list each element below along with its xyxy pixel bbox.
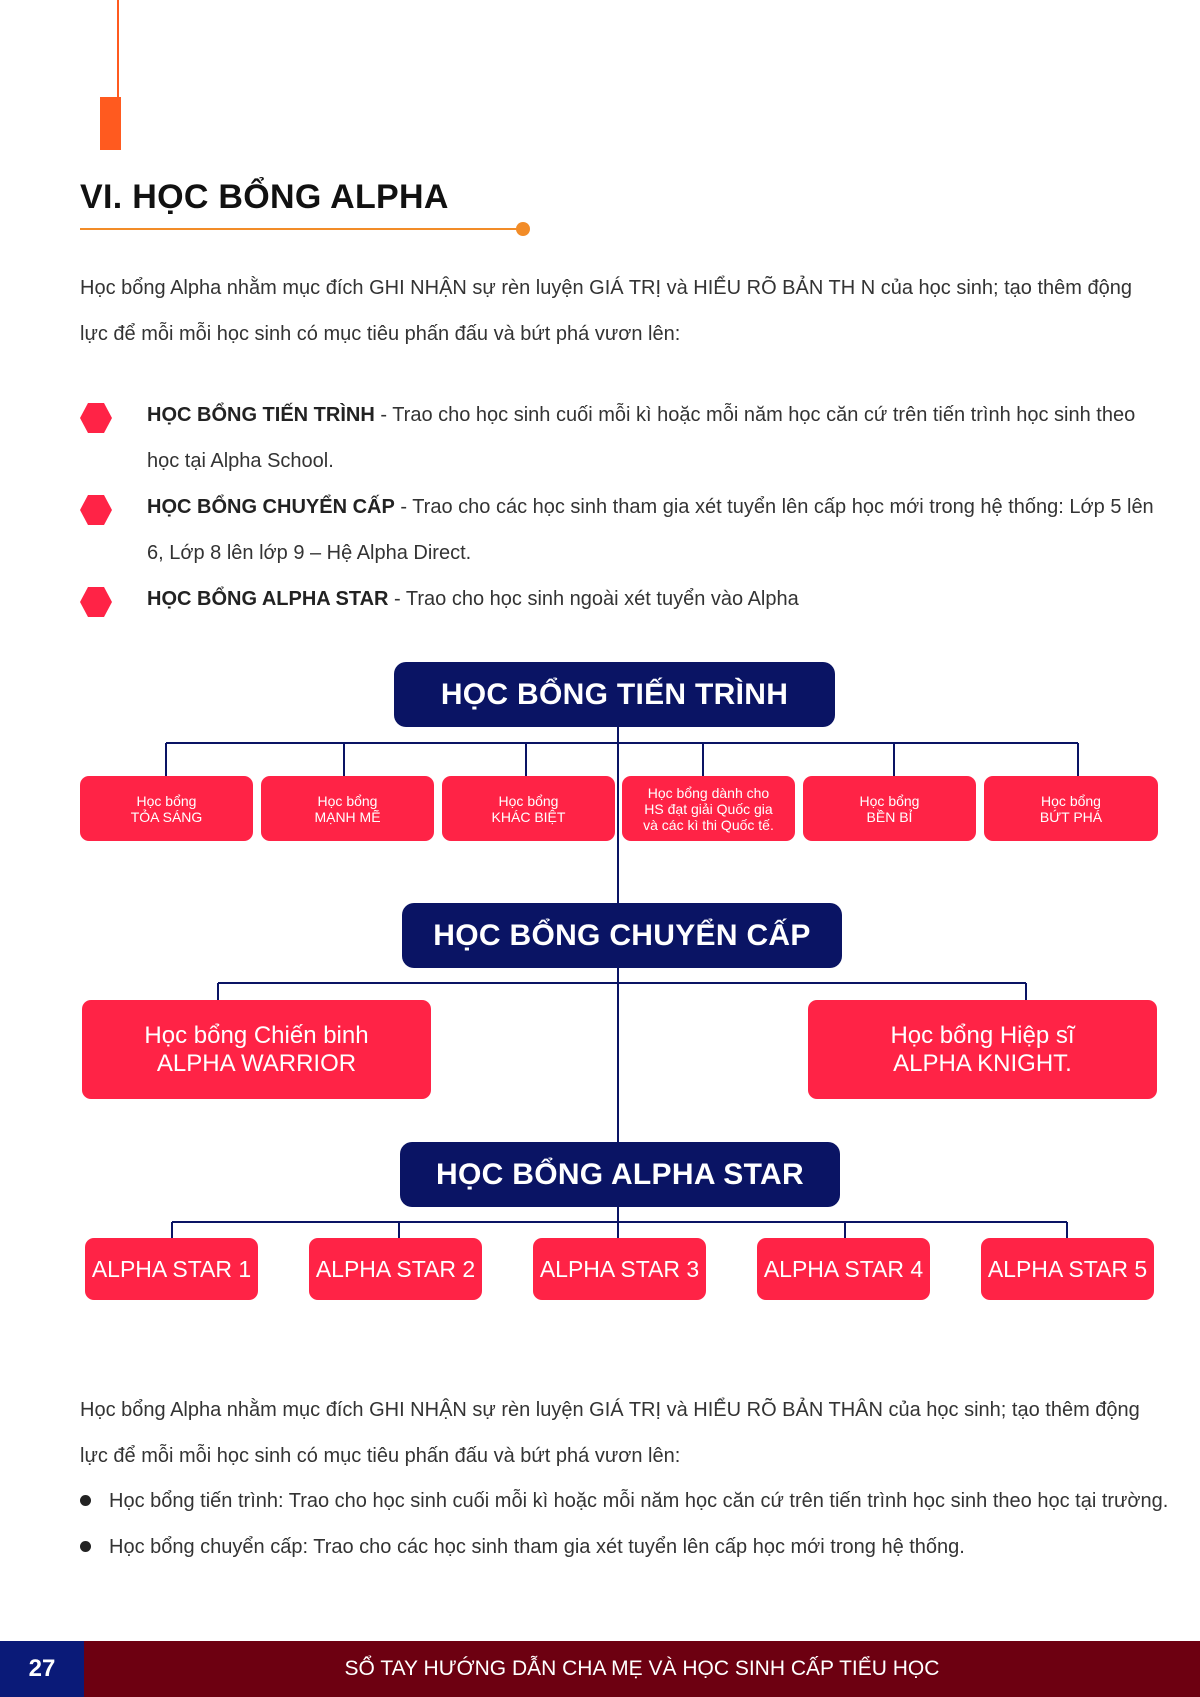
list-item-text: Học bổng chuyển cấp: Trao cho các học si… bbox=[109, 1536, 965, 1558]
scholarship-name: HỌC BỔNG ALPHA STAR bbox=[147, 588, 389, 610]
title-underline-dot bbox=[516, 222, 530, 236]
scholarship-node: Học bổng KHÁC BIỆT bbox=[442, 776, 615, 841]
scholarship-node: ALPHA STAR 3 bbox=[533, 1238, 706, 1300]
scholarship-node: Học bổng Chiến binh ALPHA WARRIOR bbox=[82, 1000, 431, 1099]
hexagon-bullet-icon bbox=[80, 402, 112, 434]
title-underline bbox=[80, 228, 522, 230]
group-header-chuyen-cap: HỌC BỔNG CHUYỂN CẤP bbox=[402, 903, 842, 968]
list-item: HỌC BỔNG CHUYỂN CẤP - Trao cho các học s… bbox=[80, 484, 1160, 576]
group-header-alpha-star: HỌC BỔNG ALPHA STAR bbox=[400, 1142, 840, 1207]
intro-paragraph: Học bổng Alpha nhằm mục đích GHI NHẬN sự… bbox=[80, 277, 1132, 345]
scholarship-name: HỌC BỔNG TIẾN TRÌNH bbox=[147, 404, 375, 426]
scholarship-node: ALPHA STAR 2 bbox=[309, 1238, 482, 1300]
scholarship-node: Học bổng Hiệp sĩ ALPHA KNIGHT. bbox=[808, 1000, 1157, 1099]
scholarship-list: HỌC BỔNG TIẾN TRÌNH - Trao cho học sinh … bbox=[80, 392, 1160, 622]
scholarship-node: Học bổng MẠNH MẼ bbox=[261, 776, 434, 841]
closing-list: Học bổng tiến trình: Trao cho học sinh c… bbox=[80, 1478, 1170, 1570]
hexagon-bullet-icon bbox=[80, 586, 112, 618]
hexagon-bullet-icon bbox=[80, 494, 112, 526]
page-number: 27 bbox=[0, 1641, 84, 1697]
decorative-vertical-line bbox=[117, 0, 119, 100]
closing-paragraph: Học bổng Alpha nhằm mục đích GHI NHẬN sự… bbox=[80, 1399, 1140, 1467]
scholarship-node: Học bổng BỨT PHÁ bbox=[984, 776, 1158, 841]
group-header-tien-trinh: HỌC BỔNG TIẾN TRÌNH bbox=[394, 662, 835, 727]
list-item: Học bổng chuyển cấp: Trao cho các học si… bbox=[80, 1524, 1170, 1570]
bullet-dot-icon bbox=[80, 1495, 91, 1506]
list-item: HỌC BỔNG ALPHA STAR - Trao cho học sinh … bbox=[80, 576, 1160, 622]
scholarship-node: ALPHA STAR 5 bbox=[981, 1238, 1154, 1300]
bullet-dot-icon bbox=[80, 1541, 91, 1552]
list-item: HỌC BỔNG TIẾN TRÌNH - Trao cho học sinh … bbox=[80, 392, 1160, 484]
page-footer: 27 SỔ TAY HƯỚNG DẪN CHA MẸ VÀ HỌC SINH C… bbox=[0, 1641, 1200, 1697]
list-item-text: Học bổng tiến trình: Trao cho học sinh c… bbox=[109, 1490, 1169, 1512]
decorative-orange-block bbox=[100, 97, 121, 150]
scholarship-node: Học bổng TỎA SÁNG bbox=[80, 776, 253, 841]
scholarship-desc: - Trao cho học sinh cuối mỗi kì hoặc mỗi… bbox=[147, 404, 1136, 472]
scholarship-node: ALPHA STAR 1 bbox=[85, 1238, 258, 1300]
scholarship-desc: - Trao cho các học sinh tham gia xét tuy… bbox=[147, 496, 1154, 564]
scholarship-node: ALPHA STAR 4 bbox=[757, 1238, 930, 1300]
scholarship-node: Học bổng BỀN BỈ bbox=[803, 776, 976, 841]
scholarship-desc: - Trao cho học sinh ngoài xét tuyển vào … bbox=[388, 588, 799, 610]
section-title: VI. HỌC BỔNG ALPHA bbox=[80, 178, 449, 216]
footer-title: SỔ TAY HƯỚNG DẪN CHA MẸ VÀ HỌC SINH CẤP … bbox=[344, 1657, 940, 1680]
scholarship-node: Học bổng dành cho HS đạt giải Quốc gia v… bbox=[622, 776, 795, 841]
list-item: Học bổng tiến trình: Trao cho học sinh c… bbox=[80, 1478, 1170, 1524]
scholarship-name: HỌC BỔNG CHUYỂN CẤP bbox=[147, 496, 395, 518]
